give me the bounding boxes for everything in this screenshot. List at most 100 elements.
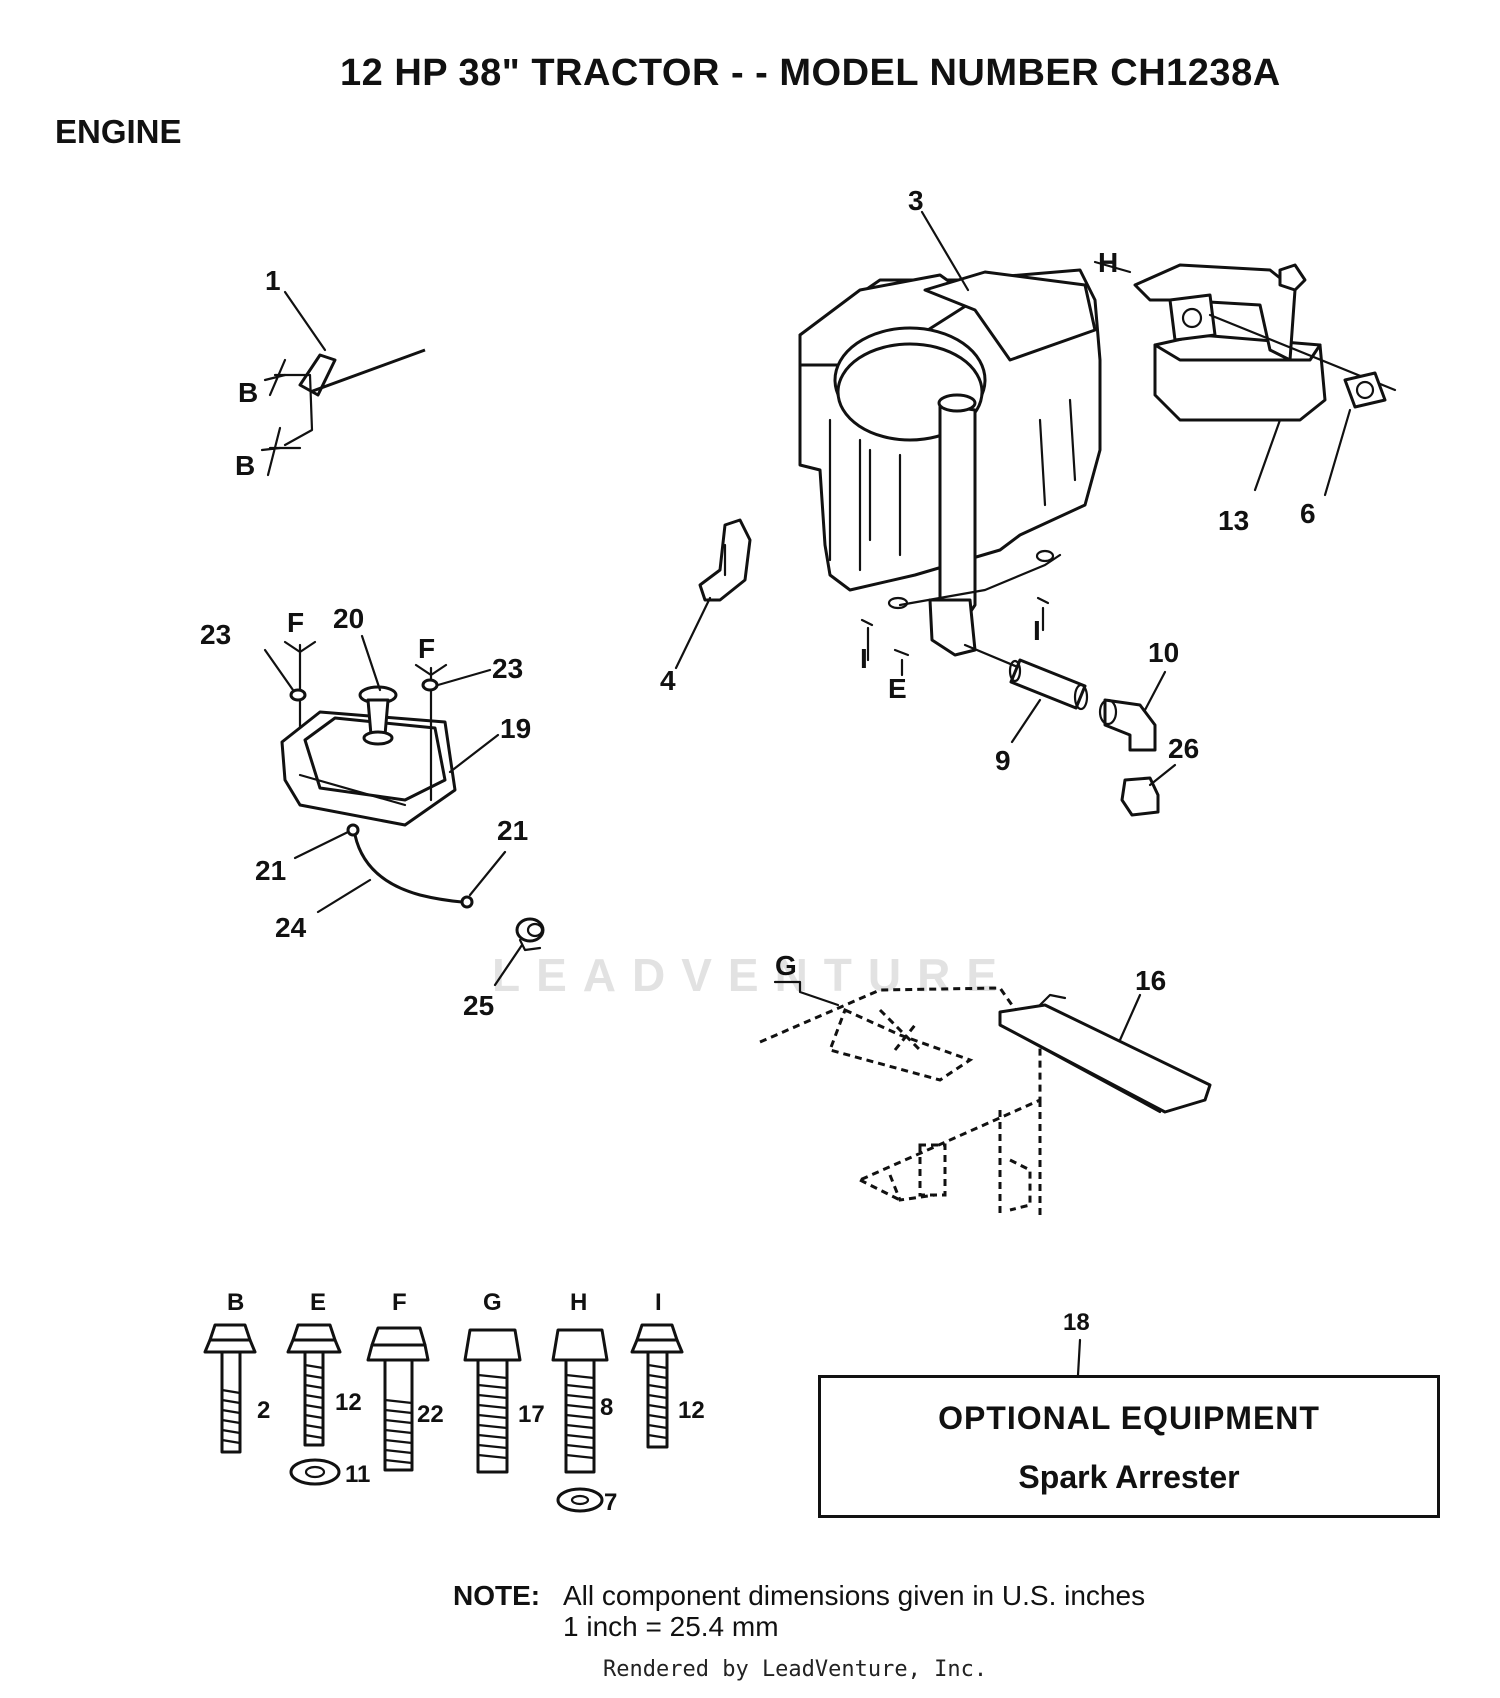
part-23-grommet-right[interactable]: [421, 678, 439, 692]
ref-e-mark: [893, 648, 910, 677]
callout-10: 10: [1148, 637, 1179, 668]
leader-23b: [436, 668, 492, 687]
part-21-clamp-left[interactable]: [346, 823, 360, 837]
hardware-letter-h: H: [570, 1289, 587, 1316]
part-4-bracket[interactable]: [698, 518, 752, 602]
hardware-row: B E F G H I: [203, 1289, 705, 1516]
hardware-letter-b: B: [227, 1289, 244, 1316]
leader-19: [448, 733, 500, 774]
hardware-qty-g: 17: [518, 1401, 545, 1428]
ref-letter-h: H: [1098, 247, 1118, 278]
leader-20: [360, 634, 382, 692]
part-19-fuel-tank[interactable]: [280, 710, 457, 827]
ref-letter-g: G: [775, 950, 797, 981]
note-line-2: 1 inch = 25.4 mm: [563, 1611, 779, 1642]
ref-letter-e: E: [888, 673, 907, 704]
callout-16: 16: [1135, 965, 1166, 996]
part-20-fuel-cap[interactable]: [358, 685, 398, 746]
hardware-letter-i: I: [655, 1289, 662, 1316]
part-13-muffler[interactable]: [1133, 263, 1397, 422]
callout-24: 24: [275, 912, 307, 943]
part-10-elbow[interactable]: [1098, 698, 1157, 752]
callout-26: 26: [1168, 733, 1199, 764]
ref-letter-b2: B: [235, 450, 255, 481]
callout-6: 6: [1300, 498, 1316, 529]
callout-3: 3: [908, 185, 924, 216]
page-title: 12 HP 38" TRACTOR - - MODEL NUMBER CH123…: [340, 52, 1281, 94]
washer-e[interactable]: [289, 1458, 341, 1486]
optional-equipment-label: OPTIONAL EQUIPMENT: [938, 1400, 1320, 1436]
leader-21b: [468, 850, 507, 897]
bolt-h[interactable]: [551, 1328, 609, 1474]
callout-9: 9: [995, 745, 1011, 776]
watermark-text: LEADVENTURE: [492, 949, 1014, 1001]
part-16-heat-shield[interactable]: [998, 993, 1212, 1114]
hardware-qty-washer-h: 7: [604, 1489, 617, 1516]
callout-18: 18: [1063, 1309, 1090, 1336]
hardware-qty-h: 8: [600, 1394, 613, 1421]
part-3-engine[interactable]: [798, 268, 1102, 657]
leader-24: [316, 878, 372, 914]
callout-21a: 21: [255, 855, 286, 886]
part-25-grommet[interactable]: [515, 917, 545, 952]
ref-g-mark: [773, 980, 840, 1007]
part-26-nut[interactable]: [1120, 776, 1160, 817]
part-6-gasket[interactable]: [1343, 371, 1387, 409]
spark-arrester-label[interactable]: Spark Arrester: [1018, 1459, 1240, 1495]
hardware-qty-e: 12: [335, 1389, 362, 1416]
callout-21b: 21: [497, 815, 528, 846]
ref-b1-mark: [263, 358, 287, 397]
washer-h[interactable]: [556, 1487, 604, 1513]
section-heading: ENGINE: [55, 113, 182, 150]
bolt-f[interactable]: [366, 1326, 430, 1472]
ref-h-mark: [1093, 260, 1132, 274]
part-9-exhaust-pipe[interactable]: [1008, 658, 1089, 711]
leader-3: [920, 210, 970, 292]
leader-26: [1148, 763, 1177, 787]
callout-4: 4: [660, 665, 676, 696]
bolt-e[interactable]: [286, 1323, 342, 1447]
hardware-letter-g: G: [483, 1289, 502, 1316]
ref-letter-i2: I: [1033, 615, 1041, 646]
bolt-i[interactable]: [630, 1323, 684, 1449]
ref-f1-mark: [283, 640, 317, 730]
callout-25: 25: [463, 990, 494, 1021]
ref-letter-f2: F: [418, 633, 435, 664]
frame-outline: [759, 986, 1042, 1215]
hardware-letter-f: F: [392, 1289, 407, 1316]
ref-i1-mark: [860, 618, 874, 662]
hardware-qty-washer-e: 11: [345, 1461, 370, 1488]
callout-20: 20: [333, 603, 364, 634]
part-24-fuel-line[interactable]: [353, 834, 463, 904]
dimension-note: NOTE: All component dimensions given in U…: [453, 1580, 1145, 1642]
leader-10: [1143, 670, 1167, 712]
hardware-letter-e: E: [310, 1289, 326, 1316]
leader-21a: [293, 830, 350, 860]
leader-23a: [263, 648, 295, 692]
leader-13: [1253, 418, 1282, 492]
optional-equipment-box: OPTIONAL EQUIPMENT Spark Arrester: [818, 1375, 1440, 1518]
callout-1: 1: [265, 265, 281, 296]
note-key: NOTE:: [453, 1580, 541, 1611]
hardware-qty-f: 22: [417, 1401, 444, 1428]
leader-18: [1076, 1338, 1082, 1377]
ref-letter-f1: F: [287, 607, 304, 638]
callout-23b: 23: [492, 653, 523, 684]
leader-4: [674, 596, 712, 670]
ref-b2-mark: [260, 426, 282, 477]
ref-letter-i1: I: [860, 643, 868, 674]
leader-16: [1118, 993, 1142, 1042]
hardware-qty-i: 12: [678, 1397, 705, 1424]
part-23-grommet-left[interactable]: [289, 688, 307, 702]
hardware-qty-b: 2: [257, 1397, 270, 1424]
note-line-1: All component dimensions given in U.S. i…: [563, 1580, 1146, 1611]
bolt-g[interactable]: [463, 1328, 522, 1474]
bolt-b[interactable]: [203, 1323, 257, 1454]
part-21-clamp-right[interactable]: [460, 895, 474, 909]
part-1-throttle-cable[interactable]: [268, 348, 426, 450]
ref-i2-mark: [1036, 596, 1050, 632]
callout-19: 19: [500, 713, 531, 744]
footer-credit: Rendered by LeadVenture, Inc.: [603, 1657, 988, 1682]
callout-13: 13: [1218, 505, 1249, 536]
